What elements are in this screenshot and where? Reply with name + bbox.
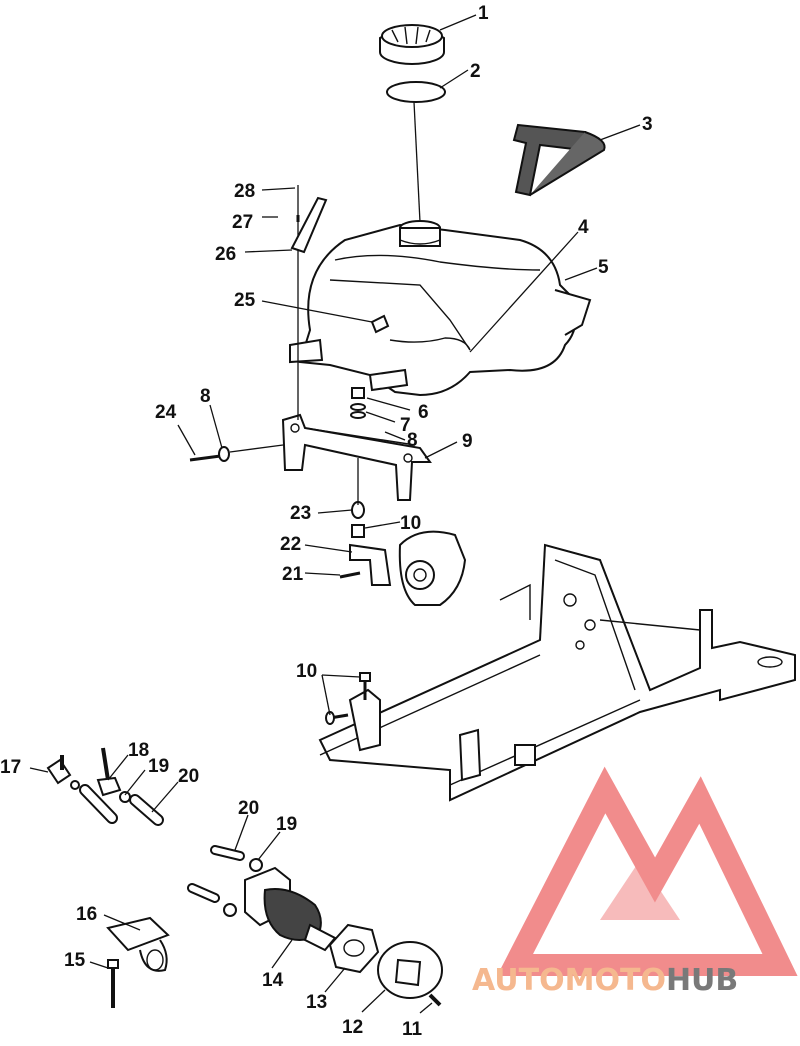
callout-21: 21 bbox=[282, 564, 304, 585]
callout-26: 26 bbox=[215, 244, 236, 265]
callout-10a: 10 bbox=[400, 513, 421, 534]
fuel-valve bbox=[339, 458, 467, 606]
watermark-text-1: AUTOMOTO bbox=[472, 963, 666, 998]
callout-22: 22 bbox=[280, 534, 301, 555]
callout-10b: 10 bbox=[296, 661, 317, 682]
fuel-pump bbox=[106, 845, 443, 1008]
watermark-logo: AUTOMOTOHUB bbox=[472, 766, 798, 998]
callout-3: 3 bbox=[642, 114, 653, 135]
bolt-24 bbox=[189, 446, 230, 462]
callout-6: 6 bbox=[418, 402, 429, 423]
o-ring bbox=[386, 81, 446, 103]
callout-5: 5 bbox=[598, 257, 609, 278]
callout-17: 17 bbox=[0, 757, 21, 778]
leader-lines bbox=[29, 14, 641, 1014]
callout-18: 18 bbox=[128, 740, 149, 761]
callout-24: 24 bbox=[155, 402, 177, 423]
callout-labels: 1 2 3 4 5 6 7 8 8 9 10 10 11 12 13 14 15… bbox=[0, 3, 653, 1040]
fuel-cap bbox=[379, 24, 445, 65]
foam-pad bbox=[512, 123, 606, 197]
callout-20a: 20 bbox=[178, 766, 199, 787]
callout-27: 27 bbox=[232, 212, 253, 233]
callout-2: 2 bbox=[470, 61, 481, 82]
callout-15: 15 bbox=[64, 950, 86, 971]
mount-bracket bbox=[281, 413, 432, 501]
callout-4: 4 bbox=[578, 217, 589, 238]
callout-13: 13 bbox=[306, 992, 327, 1013]
callout-8a: 8 bbox=[407, 430, 418, 451]
fuel-tank bbox=[289, 220, 592, 397]
callout-28: 28 bbox=[234, 181, 255, 202]
callout-12: 12 bbox=[342, 1017, 363, 1038]
callout-9: 9 bbox=[462, 431, 473, 452]
fittings-17-20 bbox=[46, 747, 164, 826]
callout-1: 1 bbox=[478, 3, 489, 24]
callout-8b: 8 bbox=[200, 386, 211, 407]
callout-20b: 20 bbox=[238, 798, 259, 819]
small-hardware-6-7-8 bbox=[350, 387, 366, 419]
callout-7: 7 bbox=[400, 415, 411, 436]
callout-14: 14 bbox=[262, 970, 284, 991]
watermark-text-2: HUB bbox=[666, 963, 738, 998]
callout-11: 11 bbox=[402, 1019, 423, 1040]
callout-16: 16 bbox=[76, 904, 97, 925]
callout-25: 25 bbox=[234, 290, 256, 311]
callout-23: 23 bbox=[290, 503, 311, 524]
svg-text:AUTOMOTOHUB: AUTOMOTOHUB bbox=[472, 963, 738, 998]
callout-19a: 19 bbox=[148, 756, 169, 777]
callout-19b: 19 bbox=[276, 814, 297, 835]
vehicle-frame bbox=[318, 543, 796, 802]
bracket-26 bbox=[290, 196, 328, 254]
